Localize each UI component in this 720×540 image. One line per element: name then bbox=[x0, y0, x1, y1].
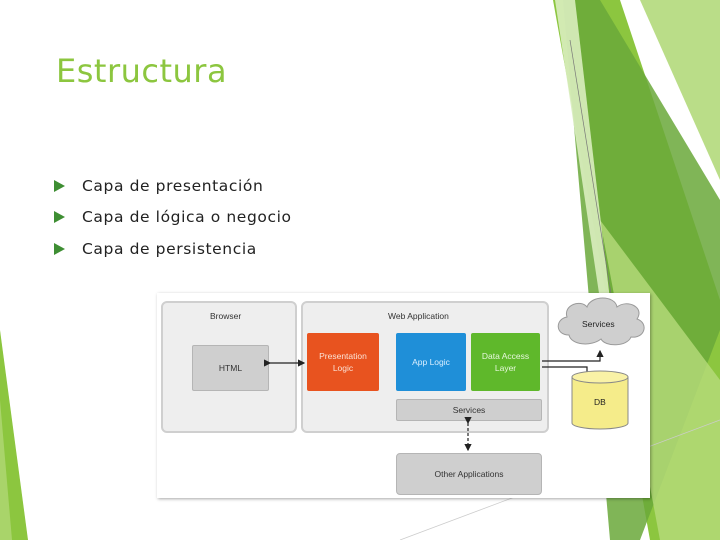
deco-facet bbox=[0, 400, 12, 540]
bullet-arrow-icon bbox=[54, 179, 65, 192]
data-access-layer-box: Data Access Layer bbox=[471, 333, 540, 391]
diagram-connectors bbox=[264, 297, 645, 452]
bullet-item: Capa de lógica o negocio bbox=[54, 202, 292, 234]
other-applications-box: Other Applications bbox=[396, 453, 542, 495]
bullet-arrow-icon bbox=[54, 211, 65, 224]
db-label: DB bbox=[594, 397, 606, 407]
bullet-arrow-icon bbox=[54, 242, 65, 255]
webapp-label: Web Application bbox=[388, 311, 449, 321]
browser-label: Browser bbox=[210, 311, 242, 321]
db-cylinder-icon bbox=[571, 370, 629, 430]
slide-title: Estructura bbox=[56, 52, 228, 90]
html-box: HTML bbox=[192, 345, 269, 391]
bullet-item: Capa de presentación bbox=[54, 170, 292, 202]
bullet-text: Capa de presentación bbox=[82, 176, 264, 195]
app-logic-box: App Logic bbox=[396, 333, 466, 391]
cloud-services-label: Services bbox=[582, 319, 615, 329]
dal-cloud-arrow bbox=[542, 349, 604, 362]
deco-facet bbox=[640, 0, 720, 180]
bullet-item: Capa de persistencia bbox=[54, 233, 292, 265]
bullet-list: Capa de presentación Capa de lógica o ne… bbox=[54, 170, 292, 265]
bullet-text: Capa de lógica o negocio bbox=[82, 208, 292, 227]
bullet-text: Capa de persistencia bbox=[82, 239, 257, 258]
deco-facet bbox=[555, 0, 610, 300]
presentation-logic-box: Presentation Logic bbox=[307, 333, 379, 391]
architecture-diagram: Browser HTML Web Application Presentatio… bbox=[157, 293, 650, 498]
deco-line bbox=[569, 39, 613, 301]
services-cloud-icon bbox=[557, 297, 645, 346]
